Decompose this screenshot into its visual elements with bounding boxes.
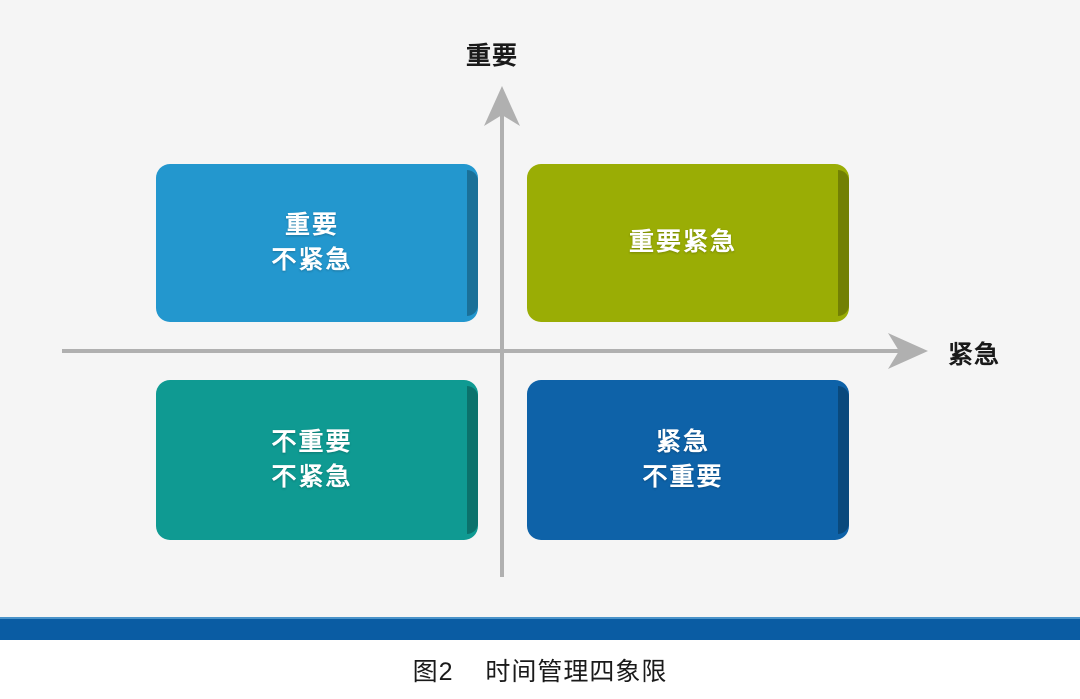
y-axis-line: [500, 105, 504, 577]
quadrant-urgent-not-important[interactable]: 紧急 不重要: [527, 380, 849, 540]
arrow-up-icon: [484, 86, 520, 126]
quadrant-label-line-1: 重要: [284, 210, 339, 239]
quadrant-label-group: 紧急 不重要: [642, 425, 733, 496]
quadrant-bevel: [838, 386, 849, 534]
quadrant-label-line-2: 不紧急: [271, 246, 353, 274]
figure-caption: 图2 时间管理四象限: [412, 657, 668, 686]
quadrant-face: [156, 380, 478, 540]
quadrant-label-line-2: 不重要: [642, 463, 724, 491]
quadrant-face: [527, 164, 849, 322]
quadrant-label-group: 重要紧急: [629, 225, 747, 261]
blue-divider-bar: [0, 617, 1080, 642]
figure-canvas: 重要 紧急 重要 不紧急 重要紧急 不重要 不紧急: [62, 42, 1001, 577]
quadrant-important-not-urgent[interactable]: 重要 不紧急: [156, 164, 478, 322]
quadrant-label-line-2: 不紧急: [271, 463, 353, 491]
quadrant-face: [156, 164, 478, 322]
quadrant-label-group: 不重要 不紧急: [271, 425, 362, 496]
arrow-right-icon: [888, 333, 928, 369]
quadrant-face: [527, 380, 849, 540]
quadrant-important-urgent[interactable]: 重要紧急: [527, 164, 849, 322]
quadrant-label-line-1: 不重要: [271, 427, 353, 456]
quadrant-bevel: [467, 386, 478, 534]
quadrant-bevel: [467, 170, 478, 316]
quadrant-bevel: [838, 170, 849, 316]
caption-area: 图2 时间管理四象限: [0, 640, 1080, 699]
quadrant-not-important-not-urgent[interactable]: 不重要 不紧急: [156, 380, 478, 540]
x-axis-line: [62, 349, 904, 353]
quadrant-label-line-1: 紧急: [655, 427, 710, 456]
quadrant-label-line-1: 重要紧急: [628, 228, 737, 257]
y-axis-label: 重要: [466, 42, 519, 70]
x-axis-label: 紧急: [948, 341, 1001, 369]
quadrant-label-group: 重要 不紧急: [271, 208, 362, 279]
